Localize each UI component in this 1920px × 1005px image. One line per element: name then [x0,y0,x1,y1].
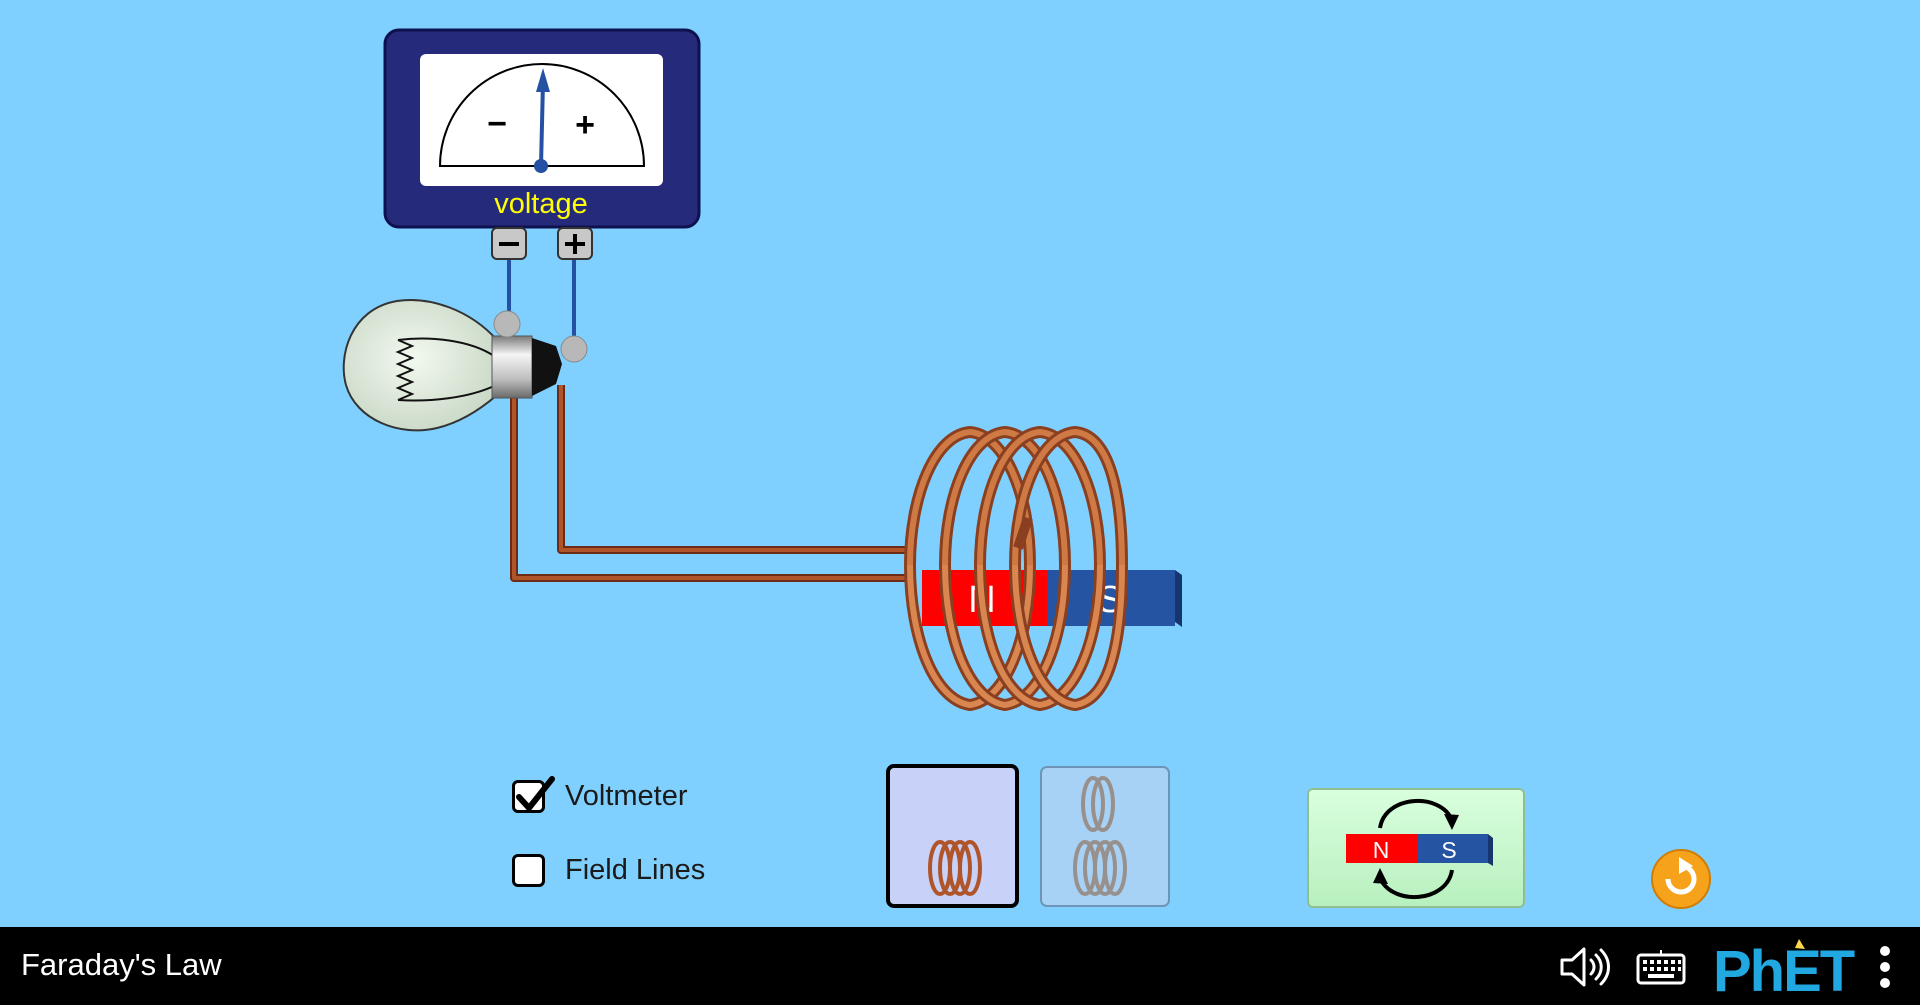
phet-logo[interactable]: PhET [1713,935,1868,997]
simulation-area: − + voltage [342,28,1711,909]
voltmeter-checkbox-box[interactable] [512,776,555,813]
flip-magnet-button[interactable]: N S [1307,788,1525,908]
flip-north-label: N [1373,837,1390,863]
meter-terminals [491,227,593,342]
field-lines-checkbox-box[interactable] [512,854,545,887]
reset-icon [1665,863,1697,895]
checkmark-icon [516,776,555,811]
meter-needle [539,81,545,167]
voltmeter-checkbox-label: Voltmeter [565,780,688,812]
sim-title: Faraday's Law [21,947,222,982]
voltmeter-label: voltage [494,188,588,220]
voltmeter[interactable]: − + voltage [383,28,701,229]
meter-minus-sign: − [487,105,507,143]
navigation-bar: Faraday's Law PhET [0,927,1920,1005]
bar-magnet[interactable]: N S [922,570,1182,627]
light-bulb [342,299,588,432]
flip-arrow-top-icon [1378,798,1454,829]
two-coil-button[interactable] [1040,766,1170,907]
field-lines-checkbox-label: Field Lines [565,854,706,886]
coil-front [904,516,1128,712]
one-coil-button[interactable] [886,764,1019,908]
meter-plus-sign: + [575,106,595,144]
menu-icon[interactable] [1878,945,1892,989]
reset-all-button[interactable] [1651,849,1711,909]
flip-south-label: S [1441,837,1456,863]
flip-arrow-bottom-icon [1378,869,1454,900]
keyboard-icon[interactable] [1636,949,1686,985]
field-lines-checkbox[interactable]: Field Lines [512,854,705,887]
svg-text:PhET: PhET [1713,939,1855,997]
circuit-wires [510,385,910,582]
sound-icon[interactable] [1558,945,1612,989]
coil-back [904,425,1128,566]
voltmeter-checkbox[interactable]: Voltmeter [512,776,688,813]
